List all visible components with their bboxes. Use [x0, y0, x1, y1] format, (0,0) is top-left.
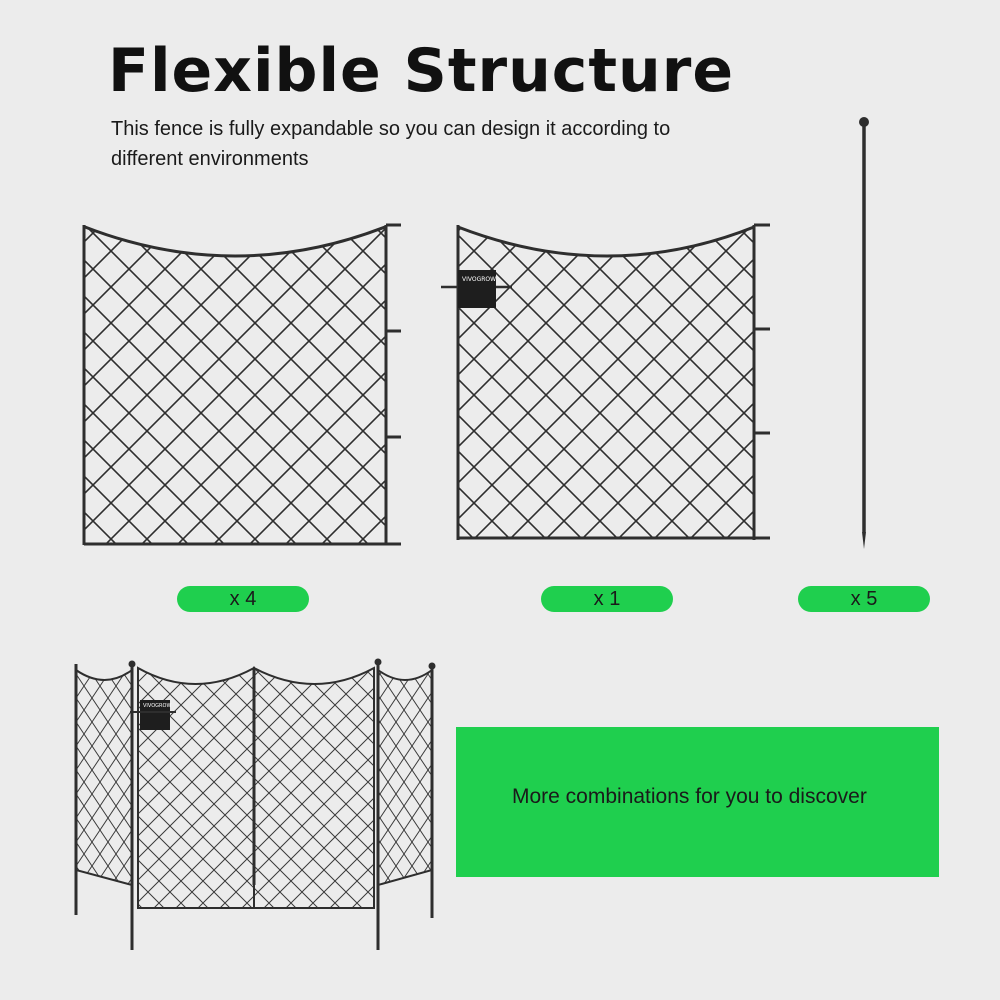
brand-logo: VIVOGROW: [462, 276, 496, 283]
latch-box: [458, 270, 496, 308]
stake-quantity-badge: x 5: [798, 586, 930, 612]
stake-illustration: [859, 117, 869, 549]
fence-panel-quantity-badge: x 4: [177, 586, 309, 612]
fence-panel-illustration: [82, 223, 401, 546]
combinations-callout-text: More combinations for you to discover: [512, 785, 867, 808]
gate-panel-quantity-badge: x 1: [541, 586, 673, 612]
svg-text:VIVOGROW: VIVOGROW: [143, 703, 171, 709]
assembled-fence-illustration: VIVOGROW: [74, 658, 436, 950]
combinations-callout: More combinations for you to discover: [456, 727, 939, 877]
page-subtitle: This fence is fully expandable so you ca…: [111, 118, 671, 170]
page-title: Flexible Structure: [108, 36, 735, 106]
gate-panel-illustration: VIVOGROW: [441, 223, 770, 540]
